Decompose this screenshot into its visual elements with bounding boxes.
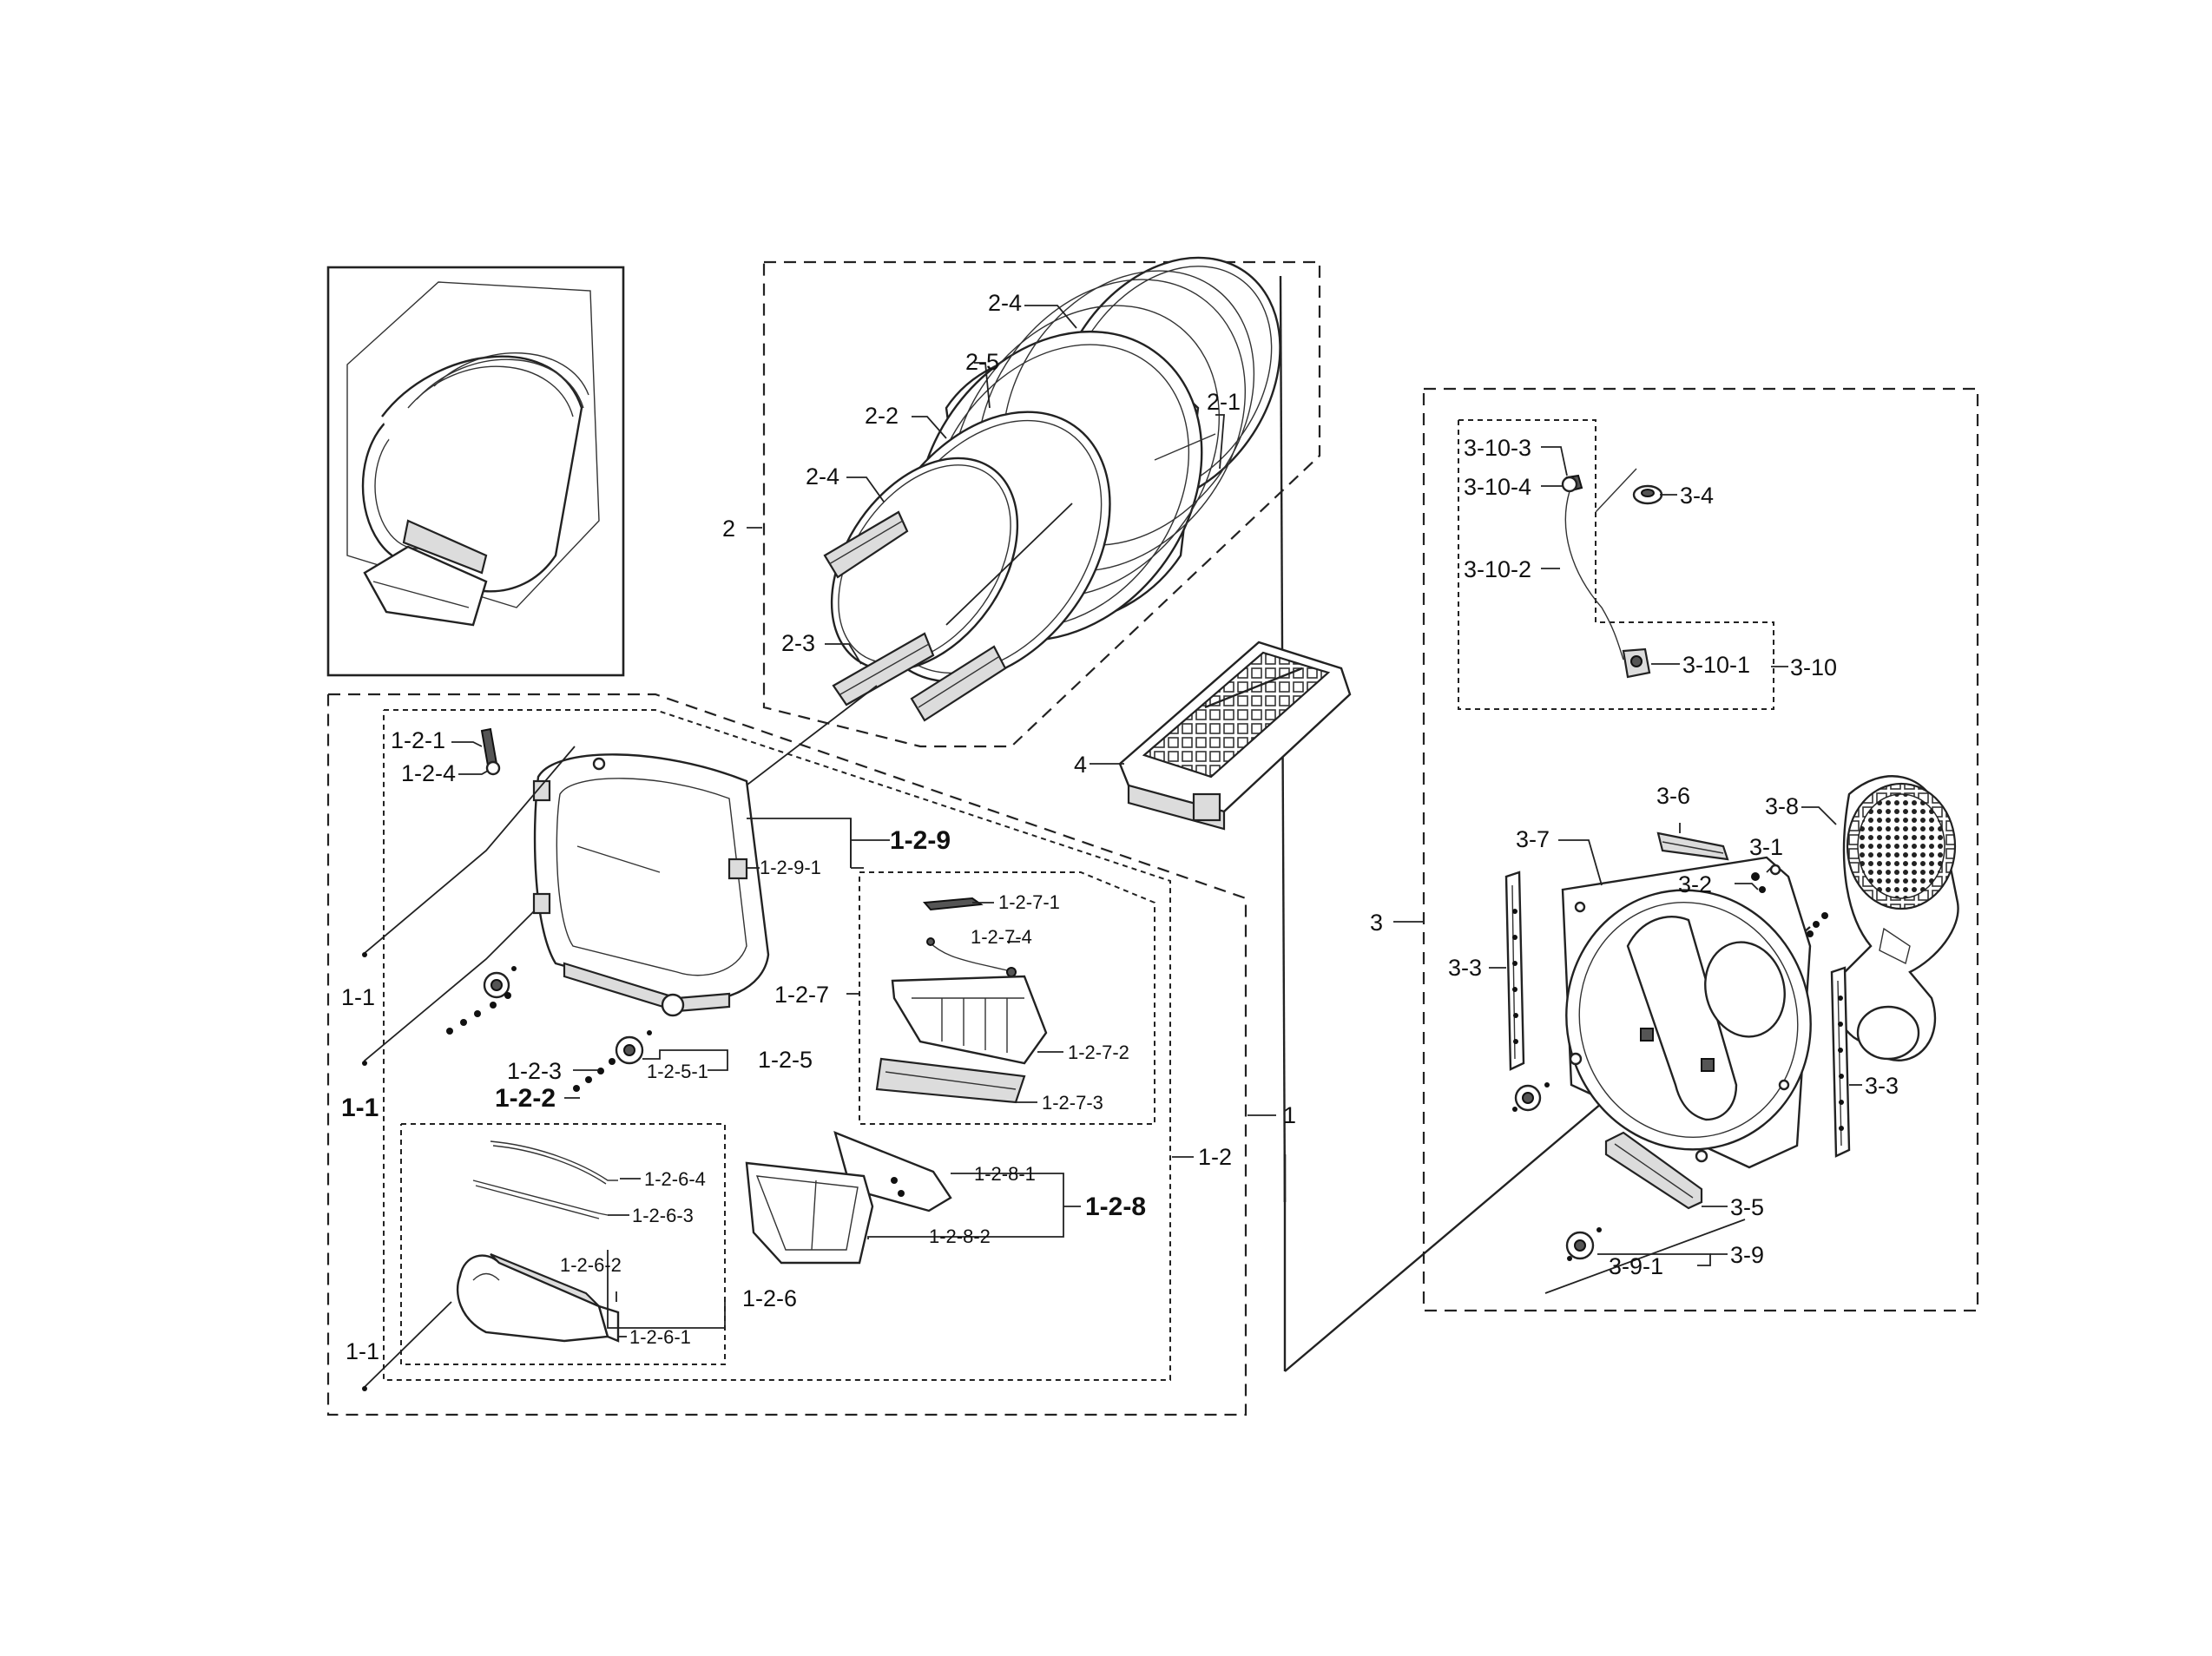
callout-label: 1-2-7-1 — [998, 891, 1060, 913]
callout-label: 3-1 — [1749, 834, 1783, 860]
callout-label: 1-2-8-2 — [929, 1226, 991, 1247]
callout-label: 1-2-4 — [401, 760, 456, 786]
callout-label: 1-1 — [341, 984, 375, 1010]
callout-label: 2 — [722, 516, 735, 542]
callout-label: 1-2-5 — [758, 1047, 813, 1073]
drum-group-box — [747, 260, 1321, 748]
frame-leaders — [362, 746, 576, 1391]
blower-housing-part — [1833, 775, 1959, 1061]
callout-label: 1-2-7-4 — [971, 926, 1032, 948]
callout-label: 3-10-2 — [1464, 556, 1531, 582]
sensor-disc-part — [1595, 468, 1663, 513]
callout-label: 1-1 — [341, 1094, 379, 1122]
fastener-parts — [1751, 872, 1828, 937]
callout-label: 3-3 — [1865, 1073, 1899, 1099]
bracket-part — [1656, 831, 1729, 861]
callout-label: 2-3 — [781, 630, 815, 656]
callout-label: 1-2-9 — [890, 826, 951, 855]
thermistor-harness-part — [1561, 474, 1651, 679]
callout-label: 1-2-5-1 — [647, 1061, 708, 1082]
side-rail-parts — [1504, 871, 1851, 1158]
rear-group-box — [1393, 387, 1979, 1312]
callout-label: 1-2-8-1 — [974, 1163, 1036, 1185]
callout-label: 1-2-6-3 — [632, 1205, 694, 1226]
callout-label: 2-2 — [865, 403, 899, 429]
frame-group-box — [326, 693, 1276, 1416]
callout-label: 1-2-7-3 — [1042, 1092, 1103, 1114]
callout-label: 4 — [1074, 752, 1087, 778]
callout-label: 2-4 — [988, 290, 1022, 316]
heater-housing-part — [875, 897, 1048, 1104]
callout-label: 1-2-6-2 — [560, 1254, 622, 1276]
callout-label: 1-2 — [1198, 1144, 1232, 1170]
callout-label: 3 — [1370, 910, 1383, 936]
front-panel-part — [532, 753, 770, 1017]
callout-label: 3-10-1 — [1682, 652, 1750, 678]
callout-label: 3-9-1 — [1609, 1253, 1663, 1279]
callout-label: 3-10 — [1790, 654, 1837, 680]
drum-parts — [823, 256, 1281, 722]
callout-label: 1-2-2 — [495, 1084, 556, 1113]
drum-leaders — [825, 305, 1225, 665]
lower-rear-parts — [1512, 1082, 1703, 1261]
callout-label: 1-2-1 — [391, 727, 445, 753]
callout-label: 1-2-6-4 — [644, 1168, 706, 1190]
callout-label: 1-2-3 — [507, 1058, 562, 1084]
callout-labels: 2-4 2-5 2-2 2-1 2-4 2 2-3 4 1-2-1 1-2-4 … — [341, 290, 1899, 1364]
rear-panel-part — [1561, 856, 1812, 1169]
lint-filter-part — [1090, 641, 1352, 831]
callout-label: 1-2-6-1 — [629, 1326, 691, 1348]
callout-label: 3-8 — [1765, 793, 1799, 819]
callout-label: 1-2-9-1 — [760, 857, 821, 878]
callout-label: 3-7 — [1516, 826, 1550, 852]
callout-label: 3-3 — [1448, 955, 1482, 981]
callout-label: 1-2-6 — [742, 1285, 797, 1311]
duct-part — [456, 1140, 620, 1343]
rear-callout-leaders — [1489, 446, 1862, 1266]
callout-label: 3-5 — [1730, 1194, 1764, 1220]
frame-callout-leaders — [451, 741, 1081, 1337]
callout-label: 3-2 — [1678, 871, 1712, 897]
callout-label: 3-10-3 — [1464, 435, 1531, 461]
group-connectors — [728, 275, 1811, 1372]
callout-label: 3-4 — [1680, 483, 1714, 509]
roller-parts — [446, 966, 652, 1092]
callout-label: 1-1 — [346, 1338, 379, 1364]
callout-label: 3-9 — [1730, 1242, 1764, 1268]
callout-label: 2-1 — [1207, 389, 1241, 415]
callout-label: 3-6 — [1656, 783, 1690, 809]
assembled-view-inset — [326, 266, 625, 677]
callout-label: 1-2-7 — [774, 982, 829, 1008]
callout-label: 1-2-7-2 — [1068, 1042, 1129, 1063]
callout-label: 2-4 — [806, 463, 839, 490]
callout-label: 2-5 — [965, 349, 999, 375]
callout-label: 1-2-8 — [1085, 1193, 1146, 1221]
filter-housing-part — [745, 1130, 952, 1265]
callout-label: 1 — [1283, 1102, 1296, 1128]
callout-label: 3-10-4 — [1464, 474, 1531, 500]
sensor-part — [480, 727, 501, 776]
